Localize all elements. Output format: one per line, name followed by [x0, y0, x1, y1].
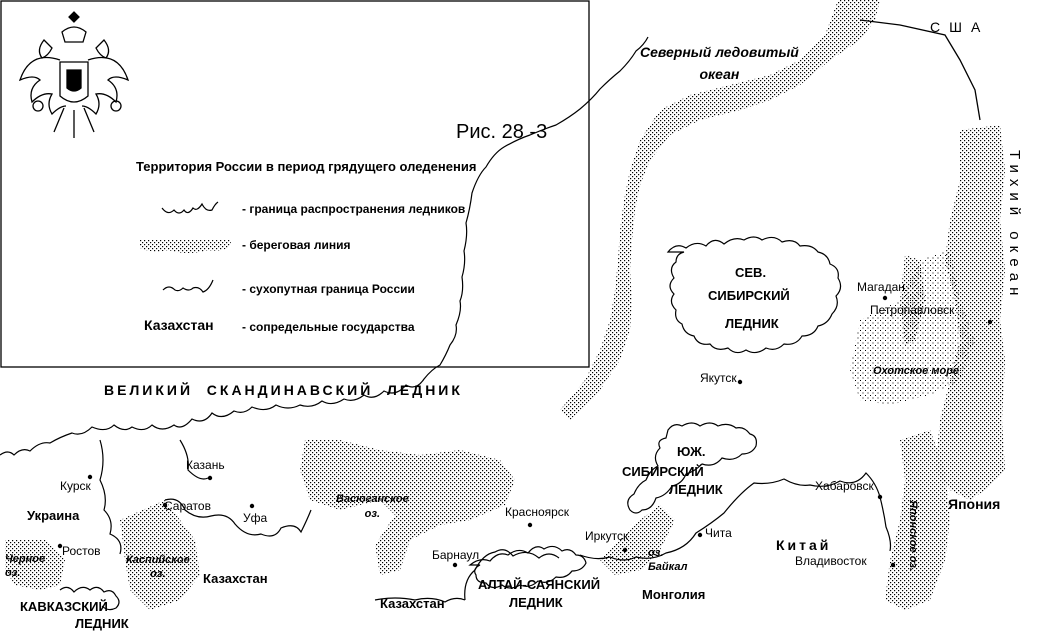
- legend-land-border-symbol: [162, 279, 214, 293]
- city-dot-khabarovsk: [877, 494, 883, 500]
- sea-label-okhotsk: Охотское море: [873, 365, 960, 377]
- legend-coastline-symbol: [140, 240, 232, 253]
- city-dot-saratov: [162, 502, 168, 508]
- north-siberian-glacier-border: [666, 236, 842, 354]
- city-label-yakutsk: Якутск: [700, 371, 737, 385]
- city-dot-irkutsk: [622, 547, 628, 553]
- city-label-petropavlovsk: Петропавловск: [870, 303, 955, 317]
- arctic-coast-band: [560, 0, 880, 420]
- city-label-vladivostok: Владивосток: [795, 554, 867, 568]
- city-label-saratov: Саратов: [164, 499, 211, 513]
- glacier-label-north-siberian-2: СИБИРСКИЙ: [708, 288, 790, 303]
- figure-label: Рис. 28 -3: [456, 121, 548, 143]
- city-label-irkutsk: Иркутск: [585, 529, 629, 543]
- sea-label-caspian: Каспийское оз.: [126, 554, 190, 581]
- city-dot-rostov: [57, 543, 63, 549]
- city-label-rostov: Ростов: [62, 544, 101, 558]
- caspian-lake-band: [120, 500, 200, 610]
- scandinavian-glacier-border: [0, 36, 649, 456]
- caucasus-glacier-border: [59, 586, 120, 611]
- glacier-label-south-siberian-3: ЛЕДНИК: [669, 482, 723, 497]
- city-label-barnaul: Барнаул: [432, 548, 480, 562]
- sea-label-black: Черное оз.: [5, 553, 46, 580]
- glacier-label-caucasus-2: ЛЕДНИК: [75, 616, 129, 631]
- city-label-ufa: Уфа: [243, 511, 268, 525]
- city-dot-kazan: [207, 475, 213, 481]
- glacier-label-south-siberian-2: СИБИРСКИЙ: [622, 464, 704, 479]
- vasyugan-lake-band: [300, 440, 515, 575]
- city-label-khabarovsk: Хабаровск: [815, 479, 874, 493]
- legend-item-neighbor: - сопредельные государства: [242, 320, 415, 334]
- japan-sea-band: [885, 430, 950, 610]
- city-label-kazan: Казань: [186, 458, 225, 472]
- legend-glacier-border-symbol: [161, 201, 219, 214]
- city-label-krasnoyarsk: Красноярск: [505, 505, 570, 519]
- legend-title: Территория России в период грядущего оле…: [136, 159, 477, 174]
- city-dot-magadan: [882, 295, 888, 301]
- coat-of-arms-icon: [18, 11, 130, 138]
- altai-sayan-glacier-border: [468, 545, 587, 589]
- city-dot-krasnoyarsk: [527, 522, 533, 528]
- usa-border-line: [859, 19, 981, 121]
- city-dot-barnaul: [452, 562, 458, 568]
- city-dots: [57, 295, 993, 568]
- city-dot-petropavlovsk: [987, 319, 993, 325]
- city-label-magadan: Магадан: [857, 280, 905, 294]
- glacier-label-scandinavian: ВЕЛИКИЙ СКАНДИНАВСКИЙ ЛЕДНИК: [104, 382, 463, 398]
- sea-label-pacific: Тихий океан: [1006, 150, 1023, 302]
- legend-item-coastline: - береговая линия: [242, 238, 351, 252]
- country-label-china: Китай: [776, 537, 832, 553]
- sea-label-vasyugan: Васюганское оз.: [336, 493, 409, 521]
- legend-neighbor-sample: Казахстан: [144, 317, 214, 333]
- glacier-label-north-siberian-3: ЛЕДНИК: [725, 316, 779, 331]
- glacier-label-north-siberian-1: СЕВ.: [735, 265, 767, 280]
- country-label-japan: Япония: [948, 496, 1001, 512]
- country-label-kazakhstan-west: Казахстан: [203, 571, 268, 586]
- city-label-kursk: Курск: [60, 479, 91, 493]
- glacier-label-south-siberian-1: ЮЖ.: [677, 444, 706, 459]
- city-dot-chita: [697, 532, 703, 538]
- country-label-mongolia: Монголия: [642, 587, 706, 602]
- sea-label-baikal: оз. Байкал: [648, 547, 688, 574]
- western-land-border: [99, 439, 312, 555]
- southern-land-border: [374, 472, 892, 603]
- country-label-usa: США: [930, 19, 990, 35]
- legend-item-land-border: - сухопутная граница России: [242, 282, 415, 296]
- city-dot-vladivostok: [890, 562, 896, 568]
- sea-label-arctic: Северный ледовитый океан: [640, 44, 799, 82]
- pacific-coast-band: [935, 125, 1005, 500]
- sakhalin-band: [900, 255, 925, 345]
- city-dot-kursk: [87, 474, 93, 480]
- country-label-ukraine: Украина: [27, 508, 80, 523]
- legend-frame: [0, 0, 590, 368]
- glacier-label-altai-sayan-1: АЛТАЙ-САЯНСКИЙ: [478, 577, 601, 592]
- glacier-label-caucasus-1: КАВКАЗСКИЙ: [20, 599, 108, 614]
- south-siberian-glacier-border: [627, 422, 757, 514]
- legend-item-glacier-border: - граница распространения ледников: [242, 202, 466, 216]
- glacier-label-altai-sayan-2: ЛЕДНИК: [509, 595, 563, 610]
- city-dot-ufa: [249, 503, 255, 509]
- black-sea-band: [5, 540, 65, 590]
- city-label-chita: Чита: [705, 526, 732, 540]
- sea-label-japan: Японское оз.: [907, 500, 919, 572]
- baikal-lake-band: [600, 505, 675, 575]
- city-dot-yakutsk: [737, 379, 743, 385]
- country-label-kazakhstan-east: Казахстан: [380, 596, 445, 611]
